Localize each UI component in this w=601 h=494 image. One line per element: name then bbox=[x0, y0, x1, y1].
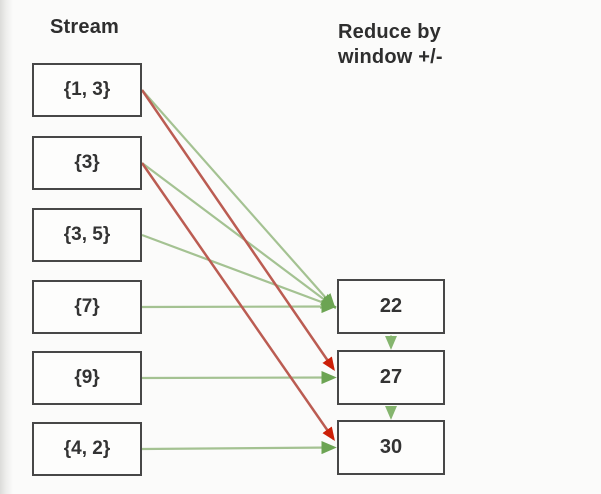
result-node-27: 27 bbox=[337, 350, 445, 405]
result-node-label: 22 bbox=[379, 295, 403, 317]
stream-node-label: {1, 3} bbox=[63, 79, 111, 100]
edge-add-s2-r0 bbox=[141, 233, 337, 309]
stream-node-9: {9} bbox=[32, 351, 142, 405]
stream-node-label: {3, 5} bbox=[63, 224, 111, 245]
stream-column-header: Stream bbox=[50, 16, 120, 38]
result-node-30: 30 bbox=[337, 420, 445, 475]
edge-add-s3-r0 bbox=[141, 299, 337, 314]
edge-add-s5-r2 bbox=[141, 440, 337, 455]
stream-node-7: {7} bbox=[32, 280, 142, 334]
left-edge-shading bbox=[0, 0, 13, 494]
stream-node-3-5: {3, 5} bbox=[32, 208, 142, 262]
stream-node-1-3: {1, 3} bbox=[32, 63, 142, 117]
reduce-column-header: Reduce by window +/- bbox=[338, 21, 443, 68]
result-node-label: 30 bbox=[379, 436, 403, 458]
edge-add-s1-r0 bbox=[141, 162, 337, 309]
stream-node-label: {3} bbox=[74, 152, 100, 173]
stream-node-label: {7} bbox=[74, 296, 100, 317]
result-node-22: 22 bbox=[337, 279, 445, 334]
stream-node-label: {9} bbox=[74, 367, 100, 388]
stream-node-4-2: {4, 2} bbox=[32, 422, 142, 476]
edge-add-s4-r1 bbox=[141, 370, 337, 385]
edge-subtract-s0-r1 bbox=[140, 89, 335, 372]
result-node-label: 27 bbox=[379, 366, 403, 388]
edge-add-s0-r0 bbox=[141, 89, 336, 309]
stream-node-3: {3} bbox=[32, 136, 142, 190]
edge-subtract-s1-r2 bbox=[140, 162, 335, 442]
stream-node-label: {4, 2} bbox=[63, 438, 111, 459]
